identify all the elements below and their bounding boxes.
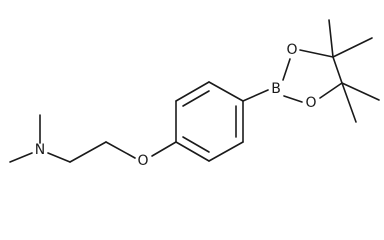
bond-ring-b <box>242 89 269 102</box>
dioxaborolane-ring <box>282 49 343 103</box>
bond-o-ring <box>151 141 177 157</box>
bond-c-c <box>332 56 343 84</box>
ether-oxygen-label: O <box>137 153 148 169</box>
ring-oxygen-bottom-label: O <box>305 95 316 111</box>
atom-label-ether-oxygen: O <box>137 153 148 169</box>
bond-b-o-top <box>282 58 291 81</box>
bond-o-bottom-c <box>319 82 343 99</box>
ring-bond-2 <box>175 81 210 102</box>
ring-double-3 <box>182 136 210 153</box>
ring-oxygen-top-label: O <box>286 42 297 58</box>
methyl-top-right <box>332 37 373 58</box>
chemical-structure-diagram: N O B O O <box>9 19 380 169</box>
pinacol-methyls <box>328 19 380 123</box>
bond-n-ch2 <box>47 152 71 163</box>
atom-label-ring-oxygen-top: O <box>286 42 297 58</box>
atom-label-nitrogen: N <box>35 142 45 158</box>
bond-b-o-bottom <box>283 95 303 103</box>
ring-bond-5 <box>208 141 244 162</box>
ring-bond-6 <box>175 141 210 162</box>
ring-double-1 <box>182 90 210 107</box>
methyl-bottom-right <box>341 82 380 101</box>
bond-ch2-ch2 <box>69 141 107 163</box>
bond-o-top-c <box>299 49 334 58</box>
methyl-top-up <box>328 19 334 58</box>
atom-label-boron: B <box>271 81 281 97</box>
boron-label: B <box>271 81 281 97</box>
atom-label-ring-oxygen-bottom: O <box>305 95 316 111</box>
bond-ch2-o <box>105 141 136 159</box>
nitrogen-label: N <box>35 142 45 158</box>
ring-bond-3 <box>208 81 244 102</box>
methyl-bottom-down <box>341 82 357 123</box>
benzene-ring <box>175 81 244 162</box>
bond-methyl2-n <box>9 152 33 163</box>
dimethylamino-group <box>9 114 71 163</box>
